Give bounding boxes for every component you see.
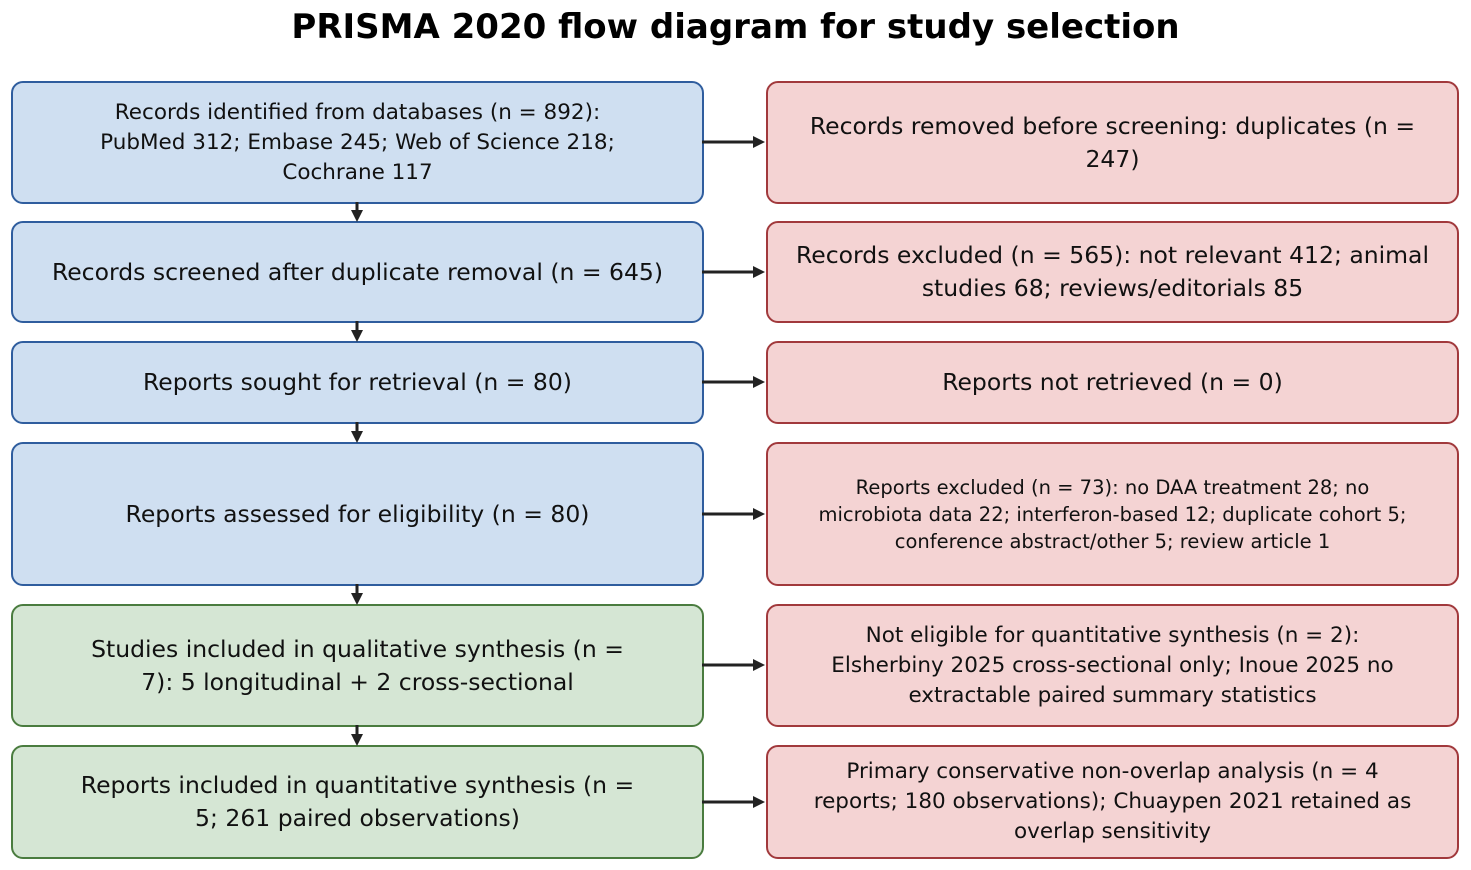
primary-analysis-box: Primary conservative non-overlap analysi… bbox=[766, 745, 1459, 859]
reports-not-retrieved-text: Reports not retrieved (n = 0) bbox=[942, 368, 1283, 396]
duplicates-removed-box: Records removed before screening: duplic… bbox=[766, 81, 1459, 204]
records-screened-text: Records screened after duplicate removal… bbox=[51, 257, 664, 286]
qualitative-synthesis-box: Studies included in qualitative synthesi… bbox=[11, 604, 704, 727]
reports-sought-box: Reports sought for retrieval (n = 80) bbox=[11, 341, 704, 424]
not-eligible-box: Not eligible for quantitative synthesis … bbox=[766, 604, 1459, 727]
records-screened-box: Records screened after duplicate removal… bbox=[11, 221, 704, 323]
diagram-title: PRISMA 2020 flow diagram for study selec… bbox=[291, 7, 1180, 47]
quantitative-synthesis-text: Reports included in quantitative synthes… bbox=[80, 771, 635, 832]
qualitative-synthesis-text: Studies included in qualitative synthesi… bbox=[91, 634, 624, 696]
duplicates-removed-text: Records removed before screening: duplic… bbox=[809, 111, 1416, 173]
reports-assessed-box: Reports assessed for eligibility (n = 80… bbox=[11, 442, 704, 586]
records-identified-text: Records identified from databases (n = 8… bbox=[100, 99, 615, 185]
reports-excluded-text: Reports excluded (n = 73): no DAA treatm… bbox=[818, 475, 1407, 553]
primary-analysis-text: Primary conservative non-overlap analysi… bbox=[813, 759, 1412, 844]
records-identified-box: Records identified from databases (n = 8… bbox=[11, 81, 704, 204]
records-excluded-text: Records excluded (n = 565): not relevant… bbox=[796, 241, 1429, 302]
reports-not-retrieved-box: Reports not retrieved (n = 0) bbox=[766, 341, 1459, 424]
reports-assessed-text: Reports assessed for eligibility (n = 80… bbox=[125, 499, 590, 528]
quantitative-synthesis-box: Reports included in quantitative synthes… bbox=[11, 745, 704, 859]
reports-sought-text: Reports sought for retrieval (n = 80) bbox=[143, 368, 572, 396]
not-eligible-text: Not eligible for quantitative synthesis … bbox=[831, 622, 1394, 708]
reports-excluded-box: Reports excluded (n = 73): no DAA treatm… bbox=[766, 442, 1459, 586]
records-excluded-box: Records excluded (n = 565): not relevant… bbox=[766, 221, 1459, 323]
